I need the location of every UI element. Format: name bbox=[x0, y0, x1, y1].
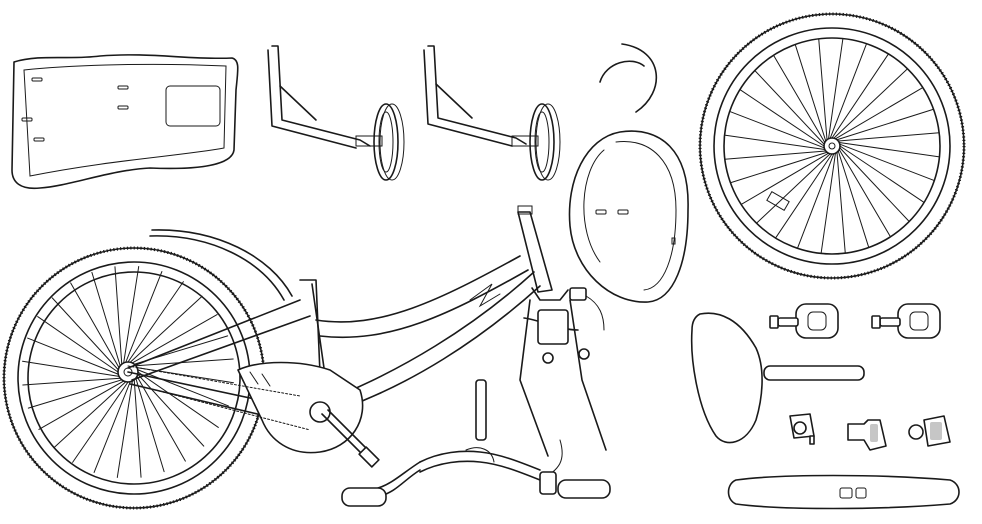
spoke bbox=[755, 153, 831, 224]
spoke bbox=[127, 281, 184, 363]
spoke bbox=[838, 142, 940, 158]
spoke bbox=[834, 87, 924, 140]
spoke bbox=[116, 380, 133, 478]
brake-cable-icon bbox=[599, 43, 658, 113]
spoke bbox=[93, 381, 131, 473]
spoke bbox=[820, 152, 836, 254]
handlebar-icon bbox=[341, 379, 611, 507]
spoke bbox=[773, 54, 826, 144]
spoke bbox=[729, 110, 825, 149]
spoke bbox=[37, 316, 119, 373]
spoke bbox=[724, 134, 826, 150]
spoke bbox=[114, 266, 123, 365]
spoke bbox=[839, 147, 910, 223]
spoke bbox=[829, 43, 868, 139]
training-wheel-icon bbox=[423, 45, 561, 181]
bell-icon bbox=[789, 413, 815, 445]
spoke bbox=[123, 266, 140, 364]
spoke bbox=[125, 271, 163, 363]
mudguard-rear-plate-icon bbox=[11, 54, 239, 190]
spoke bbox=[131, 314, 218, 364]
spoke bbox=[137, 373, 205, 447]
spoke bbox=[775, 153, 833, 239]
spoke bbox=[837, 150, 870, 249]
spoke bbox=[831, 53, 889, 139]
spoke bbox=[836, 108, 935, 141]
spoke bbox=[133, 379, 142, 478]
spoke bbox=[839, 143, 935, 182]
spoke bbox=[135, 377, 165, 473]
reflector-icon bbox=[908, 415, 951, 447]
spoke bbox=[729, 151, 828, 184]
spoke bbox=[137, 369, 229, 407]
spokes bbox=[22, 266, 234, 478]
spoke bbox=[818, 38, 828, 141]
spoke bbox=[135, 358, 234, 367]
training-wheel-icon bbox=[267, 45, 405, 181]
reflector-icon bbox=[847, 419, 887, 451]
spoke bbox=[72, 381, 129, 463]
spokes bbox=[724, 38, 940, 254]
front-mudguard-icon bbox=[727, 474, 960, 510]
chain-guard-icon bbox=[568, 130, 689, 303]
spoke bbox=[837, 132, 940, 142]
spoke bbox=[740, 152, 830, 205]
spoke bbox=[739, 89, 825, 147]
spoke bbox=[22, 377, 121, 386]
spoke bbox=[724, 150, 827, 160]
spoke bbox=[38, 380, 125, 430]
spoke bbox=[836, 151, 846, 254]
spoke bbox=[129, 295, 203, 363]
spoke bbox=[27, 337, 119, 375]
spoke bbox=[91, 271, 121, 367]
front-wheel-icon bbox=[698, 12, 966, 280]
bike-frame-icon bbox=[127, 205, 553, 468]
spoke bbox=[27, 379, 123, 409]
spoke bbox=[51, 297, 119, 371]
spoke bbox=[754, 69, 825, 145]
saddle-icon bbox=[690, 312, 865, 444]
front-fork-icon bbox=[519, 287, 607, 457]
spoke bbox=[794, 43, 827, 142]
spoke bbox=[828, 38, 844, 140]
spoke bbox=[833, 68, 909, 139]
pedal-icon bbox=[871, 303, 941, 339]
spoke bbox=[838, 148, 891, 238]
spoke bbox=[53, 381, 127, 449]
spoke bbox=[796, 153, 835, 249]
spoke bbox=[137, 371, 219, 428]
spoke bbox=[136, 375, 186, 462]
spoke bbox=[70, 282, 120, 369]
pedal-icon bbox=[769, 303, 839, 339]
spoke bbox=[839, 145, 925, 203]
spoke bbox=[22, 360, 120, 377]
